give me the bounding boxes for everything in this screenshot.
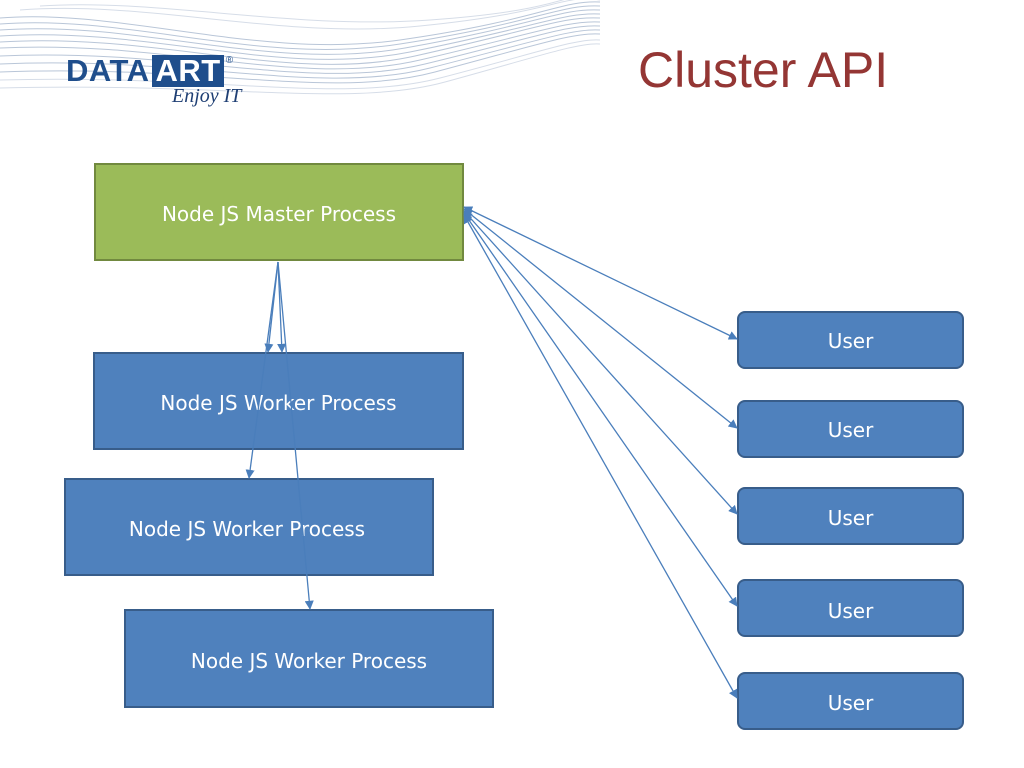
worker-process-label: Node JS Worker Process [190, 649, 428, 673]
master-process-label: Node JS Master Process [161, 202, 397, 226]
user-box-1: User [737, 311, 964, 369]
worker-process-box-1: Node JS Worker Process [93, 352, 464, 450]
logo-wordmark: DATA ART ® [66, 55, 234, 87]
user-box-5: User [737, 672, 964, 730]
worker-process-box-2: Node JS Worker Process [64, 478, 434, 576]
user-label: User [827, 599, 874, 623]
logo-tagline: Enjoy IT [172, 85, 242, 107]
worker-process-label: Node JS Worker Process [128, 517, 366, 541]
connector-master-worker-1 [264, 261, 279, 353]
user-label: User [827, 418, 874, 442]
user-box-2: User [737, 400, 964, 458]
connector-master-user-2 [463, 208, 738, 429]
worker-process-label: Node JS Worker Process [160, 391, 397, 415]
header-swoosh-decoration [0, 0, 600, 95]
connector-master-user-3 [463, 210, 738, 515]
user-box-4: User [737, 579, 964, 637]
connector-master-user-5 [463, 214, 738, 699]
logo-word-art: ART [151, 55, 224, 87]
user-box-3: User [737, 487, 964, 545]
slide-title: Cluster API [638, 42, 889, 98]
connector-master-worker-1b [277, 261, 287, 353]
user-label: User [827, 506, 874, 530]
registered-mark: ® [225, 55, 234, 66]
connector-master-user-1 [463, 206, 738, 340]
company-logo: DATA ART ® Enjoy IT [66, 55, 306, 115]
worker-process-box-3: Node JS Worker Process [124, 609, 494, 708]
user-label: User [827, 691, 874, 715]
master-process-box: Node JS Master Process [94, 163, 464, 261]
connector-master-user-4 [463, 212, 738, 607]
logo-word-data: DATA [66, 53, 150, 88]
user-label: User [827, 329, 874, 353]
